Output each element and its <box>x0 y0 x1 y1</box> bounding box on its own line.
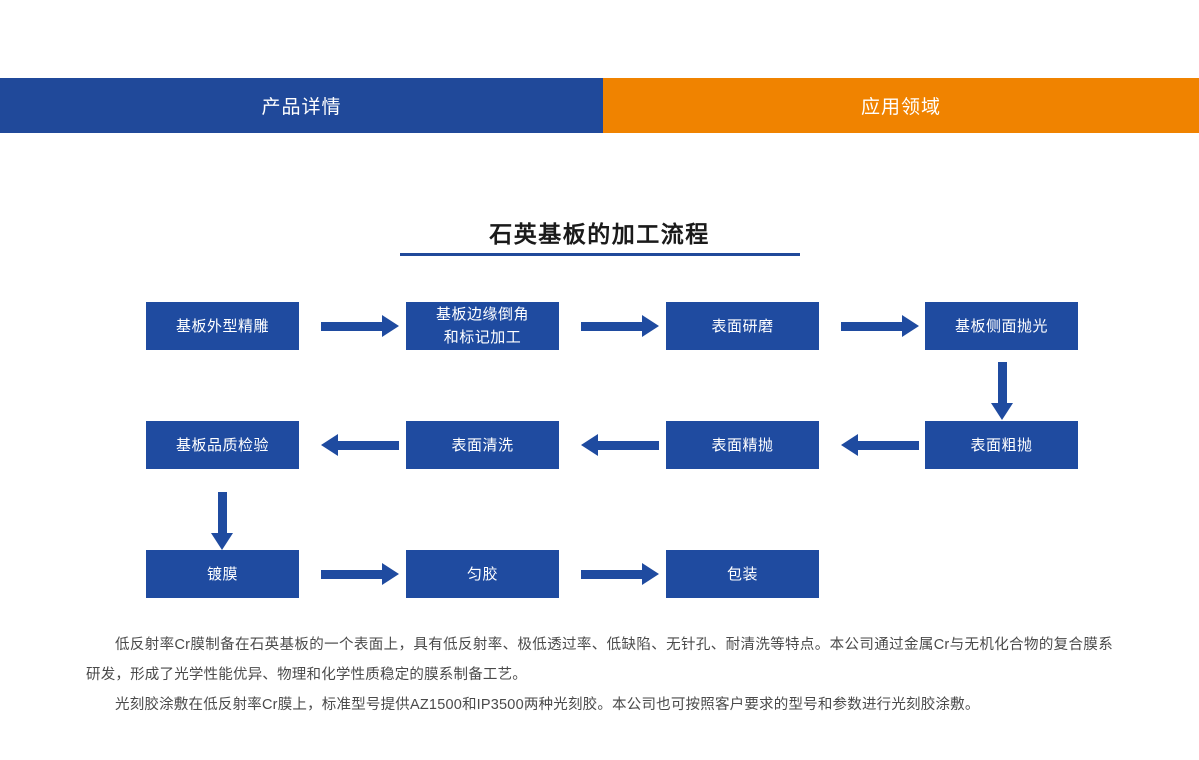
flow-node-n11[interactable]: 包装 <box>666 550 819 598</box>
top-tab-bar: 产品详情 应用领域 <box>0 78 1199 133</box>
flow-node-n7-label: 表面清洗 <box>451 436 514 454</box>
flow-node-n10-label: 匀胶 <box>466 565 498 583</box>
tab-application-fields[interactable]: 应用领域 <box>603 78 1199 133</box>
flow-node-n10[interactable]: 匀胶 <box>406 550 559 598</box>
flow-node-n5[interactable]: 表面粗抛 <box>925 421 1078 469</box>
flow-node-n8-label: 基板品质检验 <box>175 436 269 454</box>
flow-arrow-a8-shaft <box>218 492 227 533</box>
flow-node-n6[interactable]: 表面精抛 <box>666 421 819 469</box>
flow-arrow-a9-shaft <box>321 570 382 579</box>
flow-node-n9[interactable]: 镀膜 <box>146 550 299 598</box>
flow-arrow-a7 <box>321 434 399 456</box>
tab-application-fields-label: 应用领域 <box>860 97 941 118</box>
description-block: 低反射率Cr膜制备在石英基板的一个表面上，具有低反射率、极低透过率、低缺陷、无针… <box>86 630 1113 720</box>
section-title-wrapper: 石英基板的加工流程 <box>0 218 1199 250</box>
description-paragraph-1: 低反射率Cr膜制备在石英基板的一个表面上，具有低反射率、极低透过率、低缺陷、无针… <box>86 637 1113 683</box>
page-title: 石英基板的加工流程 <box>489 221 710 247</box>
description-paragraph-2: 光刻胶涂敷在低反射率Cr膜上，标准型号提供AZ1500和IP3500两种光刻胶。… <box>115 697 980 713</box>
title-underline-rule <box>400 253 800 256</box>
flow-node-n9-label: 镀膜 <box>206 565 238 583</box>
flow-arrow-a9-head <box>382 563 399 585</box>
flow-arrow-a3-shaft <box>841 322 902 331</box>
flow-arrow-a10-head <box>642 563 659 585</box>
flow-arrow-a4 <box>991 362 1013 420</box>
flow-arrow-a4-shaft <box>998 362 1007 403</box>
flow-arrow-a2 <box>581 315 659 337</box>
flow-arrow-a4-head <box>991 403 1013 420</box>
flow-node-n2-label-line1: 基板边缘倒角 <box>435 306 529 323</box>
flow-node-n1-label: 基板外型精雕 <box>175 317 269 335</box>
flow-arrow-a3-head <box>902 315 919 337</box>
flow-arrow-a8 <box>211 492 233 550</box>
flow-arrow-a1 <box>321 315 399 337</box>
flow-arrow-a6-shaft <box>598 441 659 450</box>
flow-arrow-a1-head <box>382 315 399 337</box>
flow-arrow-a6-head <box>581 434 598 456</box>
tab-product-details-label: 产品详情 <box>261 97 342 118</box>
flow-arrow-a8-head <box>211 533 233 550</box>
flow-node-n5-label: 表面粗抛 <box>970 436 1033 454</box>
flow-arrow-a5 <box>841 434 919 456</box>
flow-arrow-a2-shaft <box>581 322 642 331</box>
flow-arrow-a6 <box>581 434 659 456</box>
flow-node-n6-label: 表面精抛 <box>711 436 774 454</box>
flow-node-n8[interactable]: 基板品质检验 <box>146 421 299 469</box>
flow-arrow-a1-shaft <box>321 322 382 331</box>
flow-node-n1[interactable]: 基板外型精雕 <box>146 302 299 350</box>
flow-arrow-a5-shaft <box>858 441 919 450</box>
flow-arrow-a7-head <box>321 434 338 456</box>
flow-node-n2[interactable]: 基板边缘倒角 和标记加工 <box>406 302 559 350</box>
flow-arrow-a10 <box>581 563 659 585</box>
flow-node-n7[interactable]: 表面清洗 <box>406 421 559 469</box>
flow-arrow-a10-shaft <box>581 570 642 579</box>
flow-node-n3-label: 表面研磨 <box>711 317 774 335</box>
flow-node-n3[interactable]: 表面研磨 <box>666 302 819 350</box>
flow-node-n2-label-line2: 和标记加工 <box>443 329 522 346</box>
flow-node-n4-label: 基板侧面抛光 <box>954 317 1048 335</box>
flow-arrow-a2-head <box>642 315 659 337</box>
flow-arrow-a5-head <box>841 434 858 456</box>
tab-product-details[interactable]: 产品详情 <box>0 78 603 133</box>
flow-arrow-a9 <box>321 563 399 585</box>
flow-arrow-a3 <box>841 315 919 337</box>
flow-arrow-a7-shaft <box>338 441 399 450</box>
flow-node-n11-label: 包装 <box>726 565 758 583</box>
flow-node-n4[interactable]: 基板侧面抛光 <box>925 302 1078 350</box>
